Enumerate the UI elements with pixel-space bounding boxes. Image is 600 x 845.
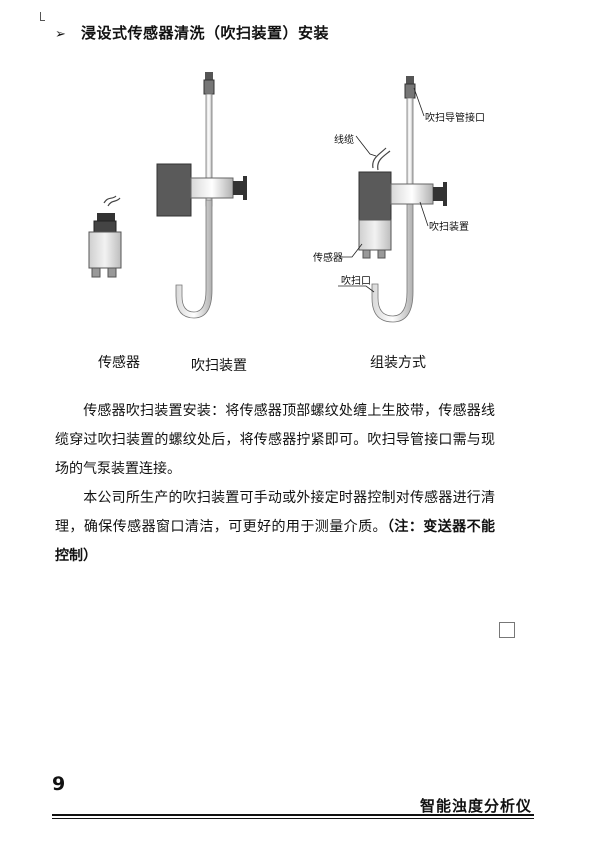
bullet-arrow-icon: ➢: [55, 27, 67, 42]
caption-sensor: 传感器: [98, 355, 140, 371]
installation-figure: 吹扫导管接口 线缆 吹扫装置 传感器 吹扫口: [88, 72, 485, 323]
paragraph-cleaning: 本公司所生产的吹扫装置可手动或外接定时器控制对传感器进行清理，确保传感器窗口清洁…: [55, 484, 495, 571]
section-heading: ➢ 浸设式传感器清洗（吹扫装置）安装: [55, 22, 329, 43]
caption-purge-device: 吹扫装置: [191, 358, 247, 374]
leader-outlet: [338, 285, 375, 293]
footer-rule-thick: [52, 814, 534, 816]
paragraph-cleaning-text: 本公司所生产的吹扫装置可手动或外接定时器控制对传感器进行清理，确保传感器窗口清洁…: [55, 490, 495, 535]
callout-purge-device: 吹扫装置: [429, 220, 469, 233]
paragraph-installation-text: 传感器吹扫装置安装：将传感器顶部螺纹处缠上生胶带，传感器线缆穿过吹扫装置的螺纹处…: [55, 403, 495, 477]
leader-purge-device: [419, 201, 429, 227]
callout-cable: 线缆: [334, 133, 354, 146]
paragraph-installation: 传感器吹扫装置安装：将传感器顶部螺纹处缠上生胶带，传感器线缆穿过吹扫装置的螺纹处…: [55, 397, 495, 484]
empty-checkbox[interactable]: [499, 622, 515, 638]
page-number: 9: [52, 773, 66, 795]
callout-sensor: 传感器: [313, 251, 343, 264]
corner-crop-mark: [40, 12, 45, 21]
footer-product-title: 智能浊度分析仪: [419, 797, 532, 815]
caption-assembly: 组装方式: [370, 355, 426, 371]
note-text: （注：变送器不能控制）: [55, 519, 496, 564]
callout-purge-pipe-port: 吹扫导管接口: [425, 111, 485, 124]
section-title: 浸设式传感器清洗（吹扫装置）安装: [81, 24, 330, 42]
assembly-drawing: [338, 76, 447, 323]
sensor-drawing: [88, 195, 122, 278]
callout-purge-outlet: 吹扫口: [341, 274, 371, 287]
leader-purge-port: [413, 87, 425, 117]
leader-sensor: [340, 243, 363, 258]
leader-cable: [355, 135, 377, 157]
footer-rule-thin: [52, 818, 534, 819]
purge-device-drawing: [156, 72, 247, 319]
